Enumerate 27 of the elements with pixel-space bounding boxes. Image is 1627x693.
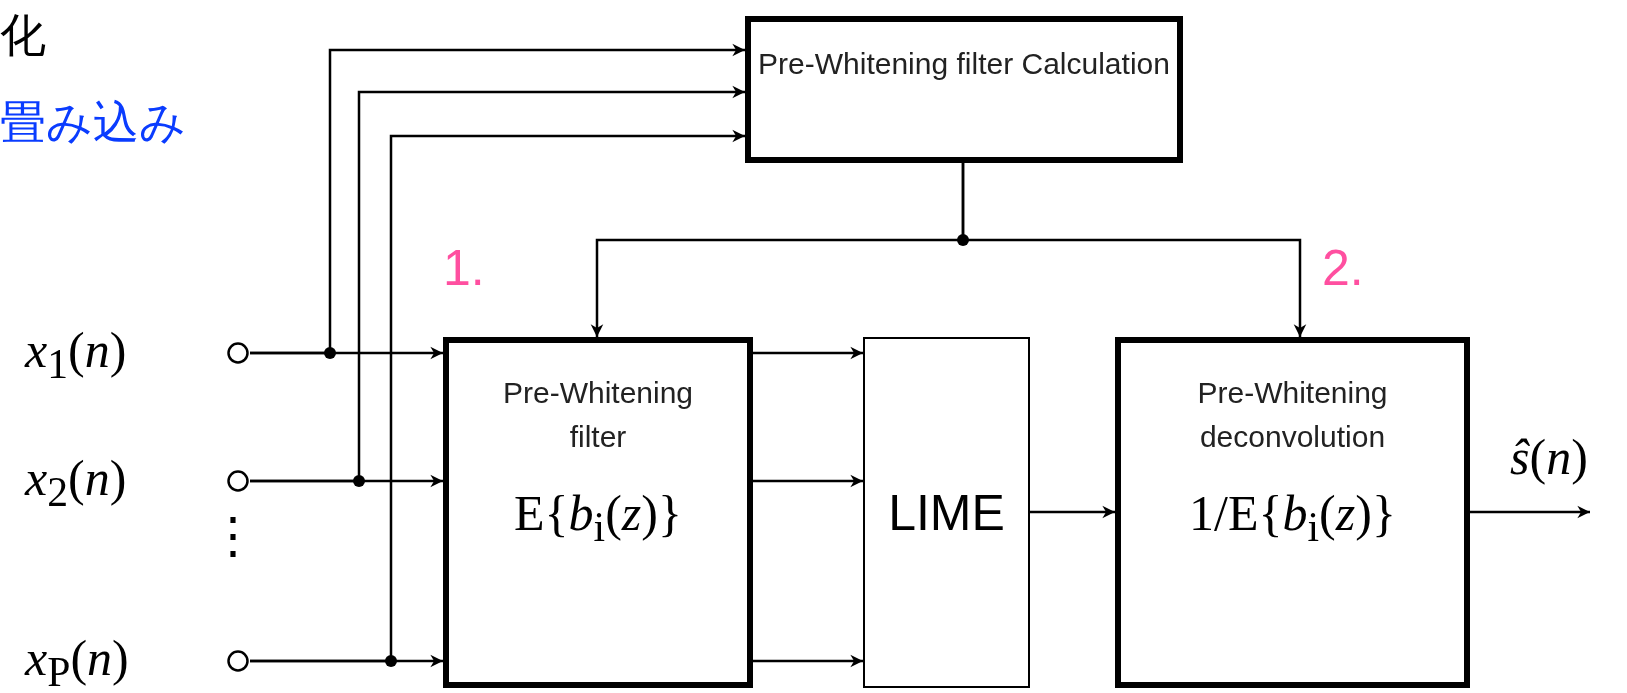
heading-fragment: 化: [0, 8, 46, 63]
arrow: [250, 43, 745, 355]
process-box: [443, 337, 753, 688]
vertical-ellipsis: ⋮: [208, 505, 258, 565]
heading-fragment: 畳み込み: [0, 95, 186, 150]
arrow: [753, 654, 863, 668]
arrow: [1030, 505, 1115, 519]
box-title: Pre-Whitening filter: [501, 375, 695, 455]
process-box: [745, 16, 1183, 163]
arrow: [961, 163, 1307, 337]
box-title: Pre-Whitening deconvolution: [1196, 375, 1389, 455]
arrow: [753, 474, 863, 488]
arrow: [753, 346, 863, 360]
edge-label: ŝ(n): [1510, 428, 1588, 487]
arrow: [250, 129, 745, 663]
step-number: 2.: [1322, 239, 1364, 298]
box-title: Pre-Whitening filter Calculation: [758, 46, 1170, 82]
process-box: LIME: [863, 337, 1030, 688]
process-box: [1115, 337, 1470, 688]
box-formula: E{b$_{i}$(z)}: [514, 484, 682, 551]
signal-label: x$_{1}$(n): [25, 321, 127, 389]
step-number: 1.: [443, 239, 485, 298]
signal-label: x$_{2}$(n): [25, 449, 127, 517]
arrow: [1470, 505, 1590, 519]
box-formula: 1/E{b$_{i}$(z)}: [1189, 484, 1396, 551]
signal-label: x$_{P}$(n): [25, 629, 129, 693]
arrow: [250, 85, 745, 483]
